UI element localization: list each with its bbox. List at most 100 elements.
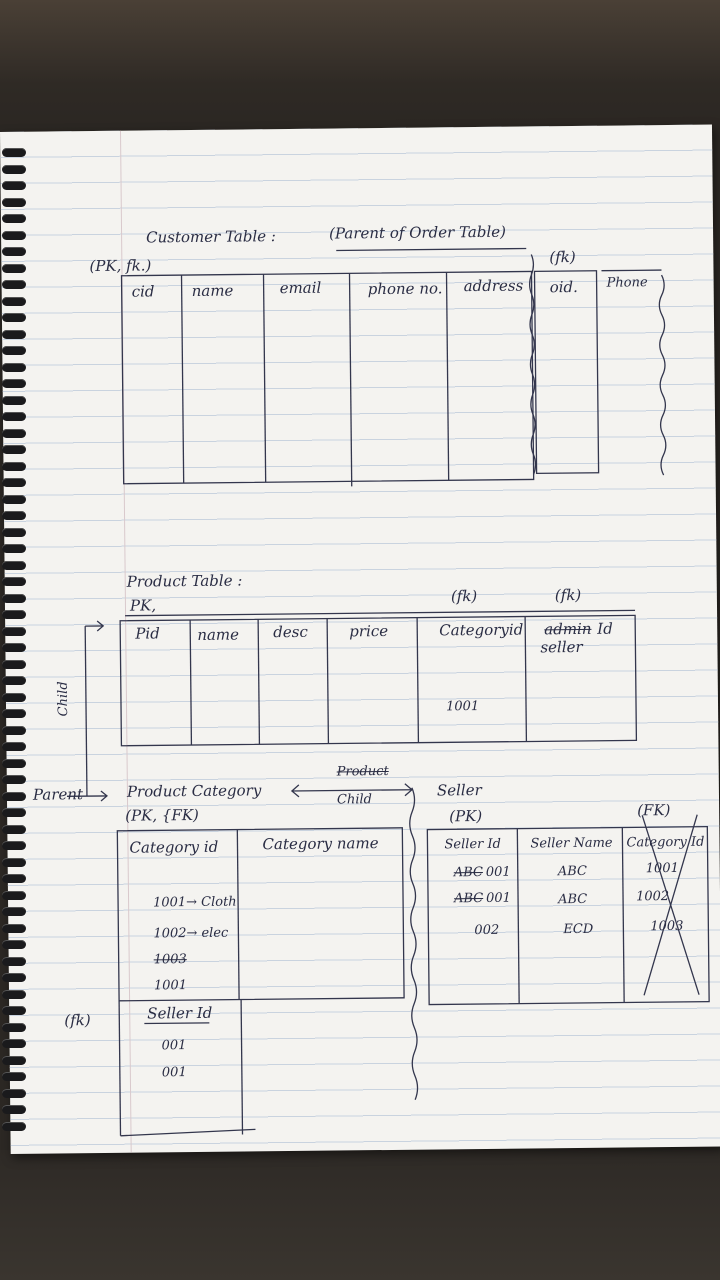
customer-table-note: (Parent of Order Table) <box>328 222 507 243</box>
spiral-coil <box>2 1105 26 1114</box>
seller-pk-label: (PK) <box>449 806 483 826</box>
col-header: phone no. <box>367 279 443 299</box>
col-header: name <box>197 625 240 644</box>
spiral-coil <box>2 742 26 751</box>
customer-keys-label: (PK, fk.) <box>89 256 152 276</box>
category-id: 1002 <box>153 926 187 942</box>
col-header: Id <box>597 619 613 638</box>
spiral-coil <box>2 329 26 339</box>
struck-name: ABC <box>453 864 483 881</box>
spiral-coil <box>2 593 26 603</box>
spiral-coil <box>2 280 26 289</box>
category-arrow: → elec <box>186 925 229 942</box>
spiral-coil <box>2 692 26 702</box>
category-arrow: → Cloth <box>186 894 237 911</box>
desk-background-top <box>0 0 720 140</box>
seller-cat: 1002 <box>635 889 670 905</box>
spiral-coil <box>2 973 26 982</box>
customer-fk-label: (fk) <box>549 247 576 267</box>
spiral-coil <box>2 478 26 487</box>
spiral-coil <box>2 263 26 273</box>
seller-id: 002 <box>474 922 500 939</box>
spiral-coil <box>2 494 26 504</box>
spiral-coil <box>2 610 26 619</box>
spiral-coil <box>2 791 26 801</box>
spiral-binding <box>0 148 30 1148</box>
col-header: Categoryid <box>439 620 524 640</box>
spiral-coil <box>2 725 26 735</box>
child-label: Child <box>336 792 373 808</box>
struck-id: 1003 <box>153 952 187 968</box>
spiral-coil <box>2 841 26 850</box>
spiral-coil <box>2 907 26 916</box>
product-table-title: Product Table : <box>126 571 243 591</box>
spiral-coil <box>2 775 26 784</box>
spiral-coil <box>2 362 26 372</box>
spiral-coil <box>2 1039 26 1048</box>
category-id: 1001 <box>153 978 188 994</box>
seller-word: seller <box>540 637 583 657</box>
col-header: Seller Id <box>147 1003 213 1023</box>
spiral-coil <box>2 412 26 421</box>
seller-name: ECD <box>563 921 594 938</box>
notebook-page: Customer Table : (Parent of Order Table)… <box>0 124 720 1154</box>
spiral-coil <box>2 940 26 949</box>
spiral-coil <box>2 643 26 652</box>
spiral-coil <box>2 808 26 817</box>
parent-label: Parent <box>32 785 84 804</box>
seller-fk-label: (FK) <box>637 801 671 820</box>
struck-word: admin <box>544 619 592 639</box>
spiral-coil <box>2 874 26 883</box>
spiral-coil <box>2 1006 26 1015</box>
fk-label: (fk) <box>64 1011 91 1030</box>
spiral-coil <box>2 511 26 520</box>
spiral-coil <box>2 626 26 636</box>
seller-name: ABC <box>557 891 588 908</box>
col-header: address <box>463 276 524 296</box>
seller-id: 001 <box>161 1065 187 1081</box>
spiral-coil <box>2 956 26 966</box>
spiral-coil <box>2 1022 26 1032</box>
col-header: Seller Id <box>444 836 501 853</box>
spiral-coil <box>2 1072 26 1081</box>
col-header: Phone <box>606 275 648 291</box>
col-header: Category Id <box>626 834 705 851</box>
spiral-coil <box>2 659 26 669</box>
spiral-coil <box>2 428 26 438</box>
spiral-coil <box>2 544 26 553</box>
spiral-coil <box>2 527 26 537</box>
category-id: 1001 <box>153 895 187 911</box>
spiral-coil <box>2 379 26 388</box>
col-header: desc <box>273 622 308 642</box>
cell-value: 1001 <box>445 699 480 715</box>
category-title: Product Category <box>126 781 262 801</box>
seller-id: 001 <box>161 1038 187 1054</box>
spiral-coil <box>2 758 26 768</box>
spiral-coil <box>2 247 26 256</box>
seller-cat: 1001 <box>645 860 679 877</box>
col-header: Pid <box>135 624 160 643</box>
col-header: oid. <box>549 277 578 297</box>
col-header: price <box>349 621 389 641</box>
struck-word: Product <box>336 763 389 780</box>
spiral-coil <box>2 164 26 174</box>
child-label: Child <box>55 681 72 717</box>
spiral-coil <box>2 197 26 207</box>
spiral-coil <box>2 346 26 355</box>
struck-name: ABC <box>453 890 484 907</box>
desk-background-bottom <box>0 1150 720 1280</box>
seller-title: Seller <box>436 780 482 800</box>
col-header: name <box>191 281 234 301</box>
spiral-coil <box>2 890 26 900</box>
spiral-coil <box>2 857 26 867</box>
col-header: Category id <box>129 837 219 857</box>
col-header: cid <box>131 282 155 301</box>
spiral-coil <box>2 1055 26 1065</box>
spiral-coil <box>2 676 26 685</box>
category-keys-label: (PK, {FK) <box>125 805 199 825</box>
spiral-coil <box>2 313 26 322</box>
spiral-coil <box>2 214 26 223</box>
hand-drawn-lines <box>66 247 710 1137</box>
spiral-coil <box>2 577 26 586</box>
seller-cat: 1003 <box>650 918 684 935</box>
